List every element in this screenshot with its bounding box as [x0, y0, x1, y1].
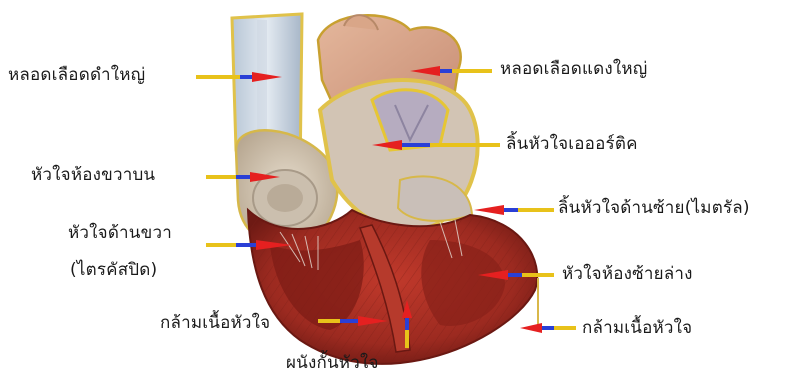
label-mitral-valve: ลิ้นหัวใจด้านซ้าย(ไมตรัล) [558, 198, 750, 218]
label-aortic-valve: ลิ้นหัวใจเอออร์ติค [506, 134, 638, 154]
label-heart-muscle-left: กล้ามเนื้อหัวใจ [160, 313, 270, 333]
pointer-left-ventricle [478, 270, 554, 280]
pointer-heart-muscle-right [520, 323, 576, 333]
pointer-septum [402, 300, 412, 348]
label-tricuspid-valve-line2: (ไตรคัสปิด) [70, 260, 157, 280]
label-tricuspid-valve-line1: หัวใจด้านขวา [68, 223, 172, 243]
label-left-ventricle: หัวใจห้องซ้ายล่าง [562, 264, 693, 284]
pointer-aortic-valve [372, 140, 500, 150]
label-right-atrium: หัวใจห้องขวาบน [31, 165, 155, 185]
pointer-superior-vena-cava [196, 72, 282, 82]
label-septum: ผนังกั้นหัวใจ [286, 353, 379, 373]
pointer-tricuspid-valve [206, 240, 292, 250]
pointer-mitral-valve [474, 205, 554, 215]
label-heart-muscle-right: กล้ามเนื้อหัวใจ [582, 318, 692, 338]
label-superior-vena-cava: หลอดเลือดดำใหญ่ [8, 65, 145, 85]
pointer-aorta [410, 66, 492, 76]
pointer-heart-muscle-left [318, 316, 388, 326]
label-aorta: หลอดเลือดแดงใหญ่ [500, 59, 647, 79]
pointer-right-atrium [206, 172, 280, 182]
